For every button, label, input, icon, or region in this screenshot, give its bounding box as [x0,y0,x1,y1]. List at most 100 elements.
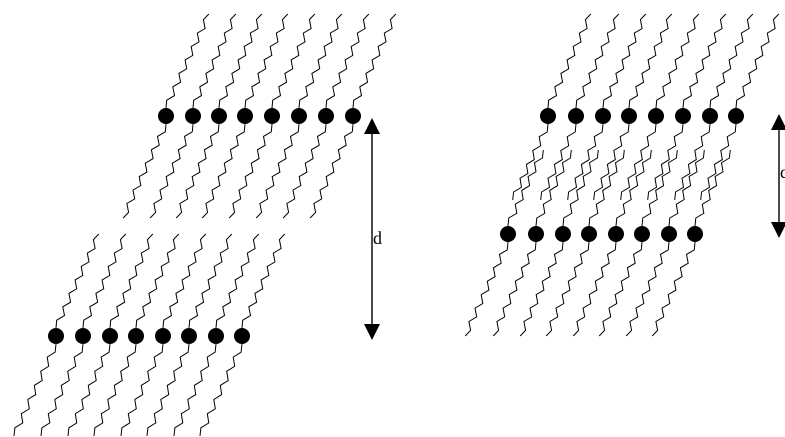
head-group-dot [621,108,637,124]
left-upper-layer [123,14,396,218]
head-group-dot [595,108,611,124]
tail-chain-up [683,14,726,108]
tail-chain-up [695,150,730,226]
tail-chain-up [136,234,179,328]
head-group-dot [155,328,171,344]
head-group-dot [185,108,201,124]
head-group-dot [568,108,584,124]
tail-chain-up [629,14,672,108]
tail-chain-down [621,124,656,200]
tail-chain-down [520,242,563,336]
tail-chain-up [110,234,153,328]
tail-chain-down [176,124,219,218]
head-group-dot [661,226,677,242]
tail-chain-up [245,14,288,108]
tail-chain-up [616,150,651,226]
tail-chain-down [202,124,245,218]
tail-chain-up [299,14,342,108]
tail-chain-down [648,124,683,200]
tail-chain-down [310,124,353,218]
left-arrow-bottom-head [364,324,380,340]
tail-chain-up [710,14,753,108]
tail-chain-up [56,234,99,328]
right-arrow-bottom-head [771,222,785,238]
left-dimension-label: d [373,228,382,248]
tail-chain-up [163,234,206,328]
left-arrow-top-head [364,118,380,134]
head-group-dot [158,108,174,124]
head-group-dot [500,226,516,242]
head-group-dot [528,226,544,242]
tail-chain-down [541,124,576,200]
tail-chain-down [256,124,299,218]
tail-chain-up [272,14,315,108]
tail-chain-up [353,14,396,108]
tail-chain-up [166,14,209,108]
tail-chain-up [563,150,598,226]
tail-chain-down [599,242,642,336]
tail-chain-down [573,242,616,336]
tail-chain-up [603,14,646,108]
head-group-dot [102,328,118,344]
head-group-dot [48,328,64,344]
tail-chain-down [150,124,193,218]
tail-chain-down [229,124,272,218]
tail-chain-up [576,14,619,108]
tail-chain-up [216,234,259,328]
head-group-dot [555,226,571,242]
tail-chain-up [83,234,126,328]
head-group-dot [291,108,307,124]
right-lower-layer [465,150,730,336]
right-panel: d [465,14,785,336]
tail-chain-down [675,124,710,200]
head-group-dot [608,226,624,242]
head-group-dot [211,108,227,124]
left-dimension-arrow: d [364,118,382,340]
tail-chain-up [508,150,543,226]
tail-chain-down [626,242,669,336]
tail-chain-up [219,14,262,108]
head-group-dot [540,108,556,124]
right-dimension-arrow: d [771,114,785,238]
head-group-dot [234,328,250,344]
head-group-dot [675,108,691,124]
head-group-dot [318,108,334,124]
tail-chain-down [465,242,508,336]
head-group-dot [128,328,144,344]
head-group-dot [264,108,280,124]
head-group-dot [181,328,197,344]
head-group-dot [702,108,718,124]
tail-chain-up [669,150,704,226]
left-panel: d [14,14,396,436]
head-group-dot [208,328,224,344]
tail-chain-down [652,242,695,336]
left-lower-layer [14,234,285,436]
right-arrow-top-head [771,114,785,130]
head-group-dot [634,226,650,242]
head-group-dot [581,226,597,242]
tail-chain-up [536,150,571,226]
head-group-dot [237,108,253,124]
tail-chain-up [589,150,624,226]
head-group-dot [75,328,91,344]
tail-chain-down [513,124,548,200]
tail-chain-up [642,150,677,226]
head-group-dot [648,108,664,124]
tail-chain-up [189,234,232,328]
head-group-dot [728,108,744,124]
tail-chain-down [701,124,736,200]
tail-chain-up [736,14,779,108]
tail-chain-up [656,14,699,108]
right-upper-layer [513,14,779,200]
tail-chain-down [594,124,629,200]
tail-chain-down [568,124,603,200]
head-group-dot [687,226,703,242]
tail-chain-up [242,234,285,328]
tail-chain-down [200,344,242,436]
head-group-dot [345,108,361,124]
tail-chain-down [123,124,166,218]
right-dimension-label: d [780,162,785,182]
tail-chain-down [546,242,589,336]
tail-chain-up [326,14,369,108]
